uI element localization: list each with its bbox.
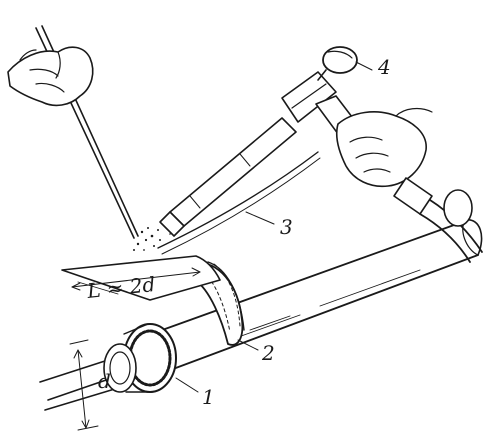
left-hand-with-rod <box>7 25 139 239</box>
end-collar <box>103 323 177 393</box>
callout-1: 1 <box>202 385 215 409</box>
callout-3: 3 <box>280 215 293 239</box>
callout-leaders <box>175 61 373 393</box>
torch <box>159 46 363 237</box>
insulation-sheet: L ≈ 2d <box>61 255 221 303</box>
diameter-label: d <box>98 369 111 393</box>
spray-sparks <box>133 225 171 251</box>
callout-4: 4 <box>377 55 391 79</box>
hose-curve <box>157 151 321 255</box>
gas-hose <box>393 177 483 263</box>
right-hand <box>335 107 433 188</box>
diameter-dimension: d <box>69 339 111 431</box>
callout-2: 2 <box>261 341 275 365</box>
